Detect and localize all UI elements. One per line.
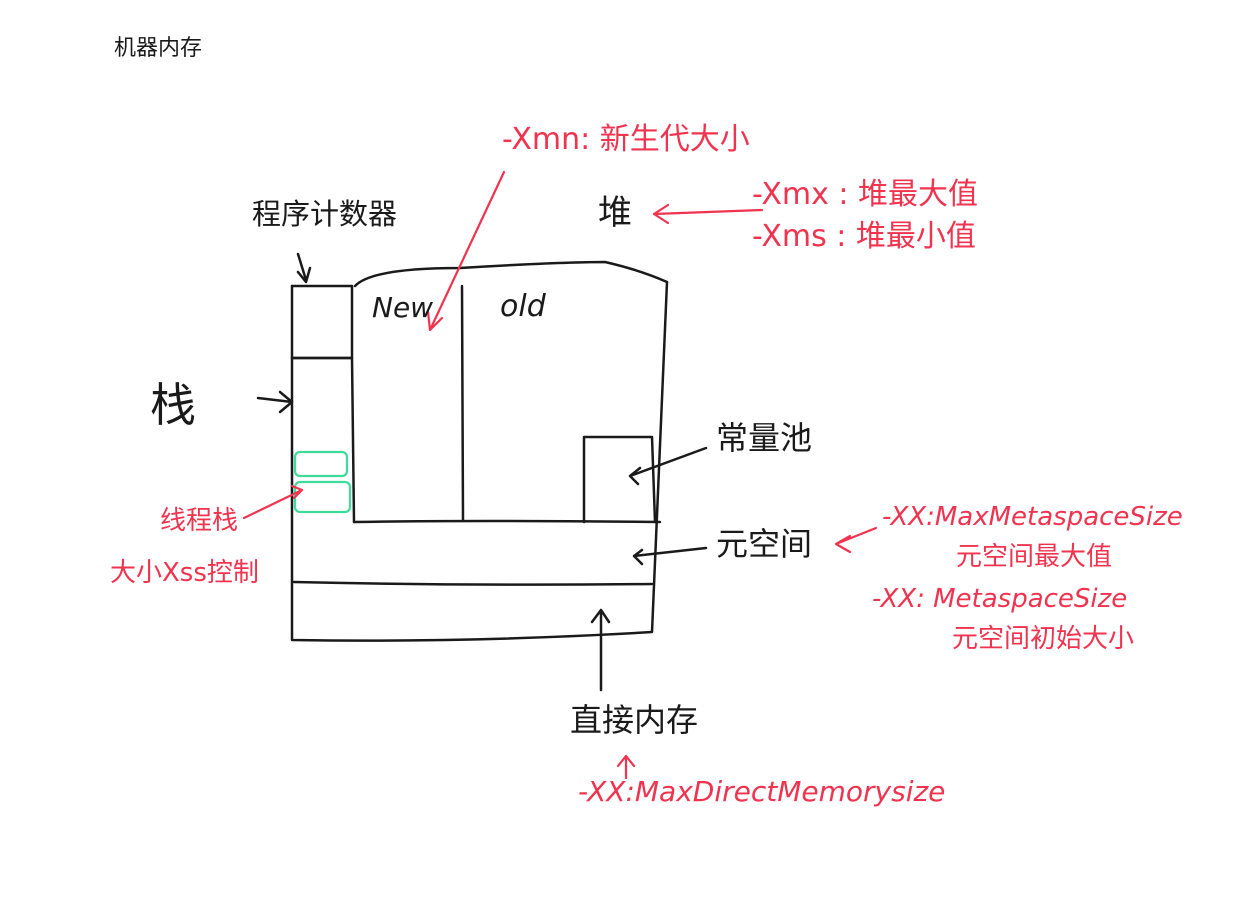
max-metaspace-desc: 元空间最大值 (956, 542, 1113, 572)
max-direct-memory-param: -XX:MaxDirectMemorysize (578, 775, 946, 808)
thread-stack-frame (293, 450, 349, 478)
xmn-annotation: -Xmn: 新生代大小 (502, 122, 750, 157)
memory-outer-box (290, 280, 669, 642)
xmx-annotation: -Xmx : 堆最大值 (752, 177, 979, 212)
stack-label: 栈 (150, 378, 196, 432)
heap-arrow (652, 203, 764, 225)
new-old-divider (460, 284, 465, 522)
xmn-arrow (426, 170, 506, 332)
old-gen-label: old (500, 289, 546, 324)
page-title: 机器内存 (114, 36, 203, 61)
new-gen-label: New (372, 291, 434, 324)
thread-stack-frame (293, 480, 352, 514)
constant-pool-label: 常量池 (716, 419, 813, 457)
thread-stack-annotation-line2: 大小Xss控制 (110, 558, 259, 588)
direct-memory-arrow (590, 608, 611, 692)
thread-stack-arrow (242, 484, 304, 520)
metaspace-param: -XX: MetaspaceSize (872, 584, 1128, 614)
metaspace-arrow (632, 546, 708, 566)
stack-column-box (290, 356, 356, 524)
heap-bottom-line (352, 519, 662, 524)
constant-pool-arrow (628, 446, 708, 486)
stack-arrow (256, 390, 294, 414)
program-counter-arrow (296, 252, 312, 284)
direct-memory-param-arrow (616, 754, 636, 780)
thread-stack-annotation-line1: 线程栈 (160, 506, 239, 536)
program-counter-box (290, 284, 354, 360)
xms-annotation: -Xms : 堆最小值 (752, 219, 976, 254)
metaspace-label: 元空间 (716, 525, 813, 563)
heap-top-edge (353, 260, 669, 288)
program-counter-label: 程序计数器 (252, 197, 398, 231)
constant-pool-box (582, 435, 657, 524)
metaspace-param-arrow (834, 526, 878, 554)
direct-memory-label: 直接内存 (570, 701, 699, 739)
max-metaspace-param: -XX:MaxMetaspaceSize (882, 502, 1183, 532)
metaspace-bottom-line (292, 580, 654, 586)
heap-label: 堆 (598, 193, 632, 233)
metaspace-desc: 元空间初始大小 (952, 624, 1135, 654)
